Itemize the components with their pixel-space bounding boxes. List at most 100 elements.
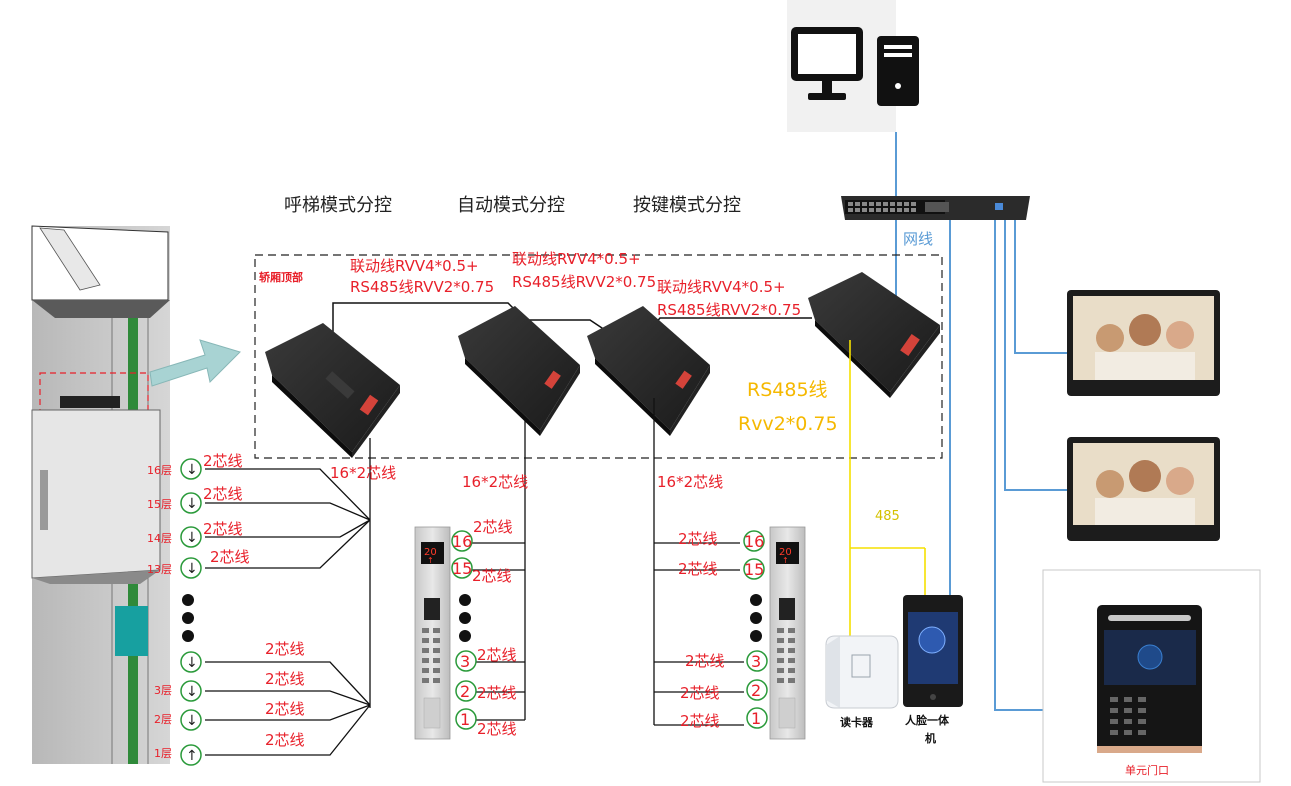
two-core-label: 2芯线 bbox=[203, 452, 243, 470]
floor-button-label-3: 3 bbox=[751, 652, 761, 671]
two-core-label: 2芯线 bbox=[680, 712, 720, 730]
computer-icon bbox=[787, 0, 919, 132]
two-core-label: 2芯线 bbox=[678, 530, 718, 548]
face-terminal-icon bbox=[903, 595, 963, 707]
floor-button-1 bbox=[455, 708, 477, 730]
two-core-label: 2芯线 bbox=[265, 670, 305, 688]
floor-label-16: 16层 bbox=[147, 464, 172, 477]
network-label: 网线 bbox=[903, 230, 933, 248]
mode-label-auto: 自动模式分控 bbox=[457, 195, 565, 216]
floor-label-13: 13层 bbox=[147, 563, 172, 576]
linkage-label-3b: RS485线RVV2*0.75 bbox=[657, 301, 801, 319]
two-core-label: 2芯线 bbox=[203, 520, 243, 538]
floor-label-1: 1层 bbox=[154, 747, 172, 760]
door-station-icon bbox=[1097, 605, 1202, 753]
panel-display-digits: 20 bbox=[779, 547, 792, 558]
floor-button-3 bbox=[455, 650, 477, 672]
floor-button-15 bbox=[451, 557, 473, 579]
two-core-label: 2芯线 bbox=[265, 640, 305, 658]
car-top-boundary bbox=[254, 254, 943, 459]
floor-label-2: 2层 bbox=[154, 713, 172, 726]
indoor-monitor-icon bbox=[1067, 437, 1220, 541]
linkage-label-2b: RS485线RVV2*0.75 bbox=[512, 273, 656, 291]
two-core-label: 2芯线 bbox=[680, 684, 720, 702]
elevator-controller-icon bbox=[458, 306, 580, 436]
bundle-label-3: 16*2芯线 bbox=[657, 473, 723, 491]
car-operating-panel: 20 ↑ bbox=[769, 526, 806, 740]
two-core-label: 2芯线 bbox=[685, 652, 725, 670]
floor-button-2 bbox=[455, 680, 477, 702]
floor-button-1 bbox=[746, 707, 768, 729]
svg-text:↓: ↓ bbox=[186, 496, 198, 512]
linkage-label-1b: RS485线RVV2*0.75 bbox=[350, 278, 494, 296]
svg-text:↓: ↓ bbox=[186, 655, 198, 671]
two-core-label: 2芯线 bbox=[477, 684, 517, 702]
rs485-label-1: RS485线 bbox=[747, 379, 828, 401]
two-core-label: 2芯线 bbox=[473, 518, 513, 536]
two-core-label: 2芯线 bbox=[472, 567, 512, 585]
svg-text:↑: ↑ bbox=[782, 556, 789, 565]
key-panel-wires bbox=[653, 398, 744, 726]
floor-button-label-16: 16 bbox=[452, 532, 472, 551]
unit-door-label: 单元门口 bbox=[1125, 763, 1169, 777]
floor-button-label-2: 2 bbox=[460, 682, 470, 701]
floor-button-2 bbox=[746, 679, 768, 701]
auto-panel-wires bbox=[470, 420, 526, 721]
two-core-label: 2芯线 bbox=[477, 720, 517, 738]
mode-label-call: 呼梯模式分控 bbox=[284, 195, 392, 216]
floor-button-label-2: 2 bbox=[751, 681, 761, 700]
card-reader-label: 读卡器 bbox=[840, 715, 874, 729]
floor-button-label-15: 15 bbox=[452, 559, 472, 578]
bundle-label-2: 16*2芯线 bbox=[462, 473, 528, 491]
svg-text:↓: ↓ bbox=[186, 684, 198, 700]
car-top-label: 轿厢顶部 bbox=[259, 270, 303, 284]
elevator-controller-icon bbox=[808, 272, 940, 398]
linkage-label-1a: 联动线RVV4*0.5+ bbox=[350, 257, 479, 275]
two-core-label: 2芯线 bbox=[265, 700, 305, 718]
floor-button-label-1: 1 bbox=[460, 710, 470, 729]
zoom-arrow-icon bbox=[149, 339, 241, 387]
rs485-label-2: Rvv2*0.75 bbox=[738, 413, 838, 435]
two-core-label: 2芯线 bbox=[203, 485, 243, 503]
floor-label-14: 14层 bbox=[147, 532, 172, 545]
car-operating-panel: 20 ↑ bbox=[414, 526, 451, 740]
svg-text:↑: ↑ bbox=[186, 748, 198, 764]
card-reader-icon bbox=[825, 635, 899, 709]
panel-display-digits: 20 bbox=[424, 547, 437, 558]
linkage-label-3a: 联动线RVV4*0.5+ bbox=[657, 278, 786, 296]
elevator-controller-icon bbox=[587, 306, 710, 436]
two-core-label: 2芯线 bbox=[265, 731, 305, 749]
floor-button-16 bbox=[451, 530, 473, 552]
svg-text:↓: ↓ bbox=[186, 561, 198, 577]
floor-button-16 bbox=[743, 530, 765, 552]
face-terminal-label-1: 人脸一体 bbox=[905, 713, 950, 727]
rs485-short-label: 485 bbox=[875, 509, 900, 524]
floor-button-15 bbox=[743, 558, 765, 580]
elevator-controller-icon bbox=[265, 323, 400, 458]
linkage-label-2a: 联动线RVV4*0.5+ bbox=[512, 250, 641, 268]
floor-button-label-3: 3 bbox=[460, 652, 470, 671]
indoor-monitor-icon bbox=[1067, 290, 1220, 396]
network-switch-icon bbox=[841, 196, 1030, 220]
svg-text:↓: ↓ bbox=[186, 530, 198, 546]
mode-label-key: 按键模式分控 bbox=[633, 195, 741, 216]
floor-button-label-1: 1 bbox=[751, 709, 761, 728]
two-core-label: 2芯线 bbox=[477, 646, 517, 664]
floor-label-3: 3层 bbox=[154, 684, 172, 697]
floor-call-wires bbox=[205, 438, 371, 756]
floor-button-label-15: 15 bbox=[744, 560, 764, 579]
svg-text:↓: ↓ bbox=[186, 713, 198, 729]
floor-call-buttons: ↓ ↓ ↓ ↓ ↓ ↓ ↓ ↑ bbox=[180, 458, 202, 766]
face-terminal-label-2: 机 bbox=[925, 731, 936, 745]
floor-button-label-16: 16 bbox=[744, 532, 764, 551]
floor-button-3 bbox=[746, 650, 768, 672]
elevator-shaft bbox=[31, 225, 170, 764]
floor-label-15: 15层 bbox=[147, 498, 172, 511]
svg-text:↓: ↓ bbox=[186, 462, 198, 478]
svg-text:↑: ↑ bbox=[427, 556, 434, 565]
bundle-label-1: 16*2芯线 bbox=[330, 464, 396, 482]
two-core-label: 2芯线 bbox=[678, 560, 718, 578]
two-core-label: 2芯线 bbox=[210, 548, 250, 566]
rs485-cables bbox=[849, 340, 926, 640]
